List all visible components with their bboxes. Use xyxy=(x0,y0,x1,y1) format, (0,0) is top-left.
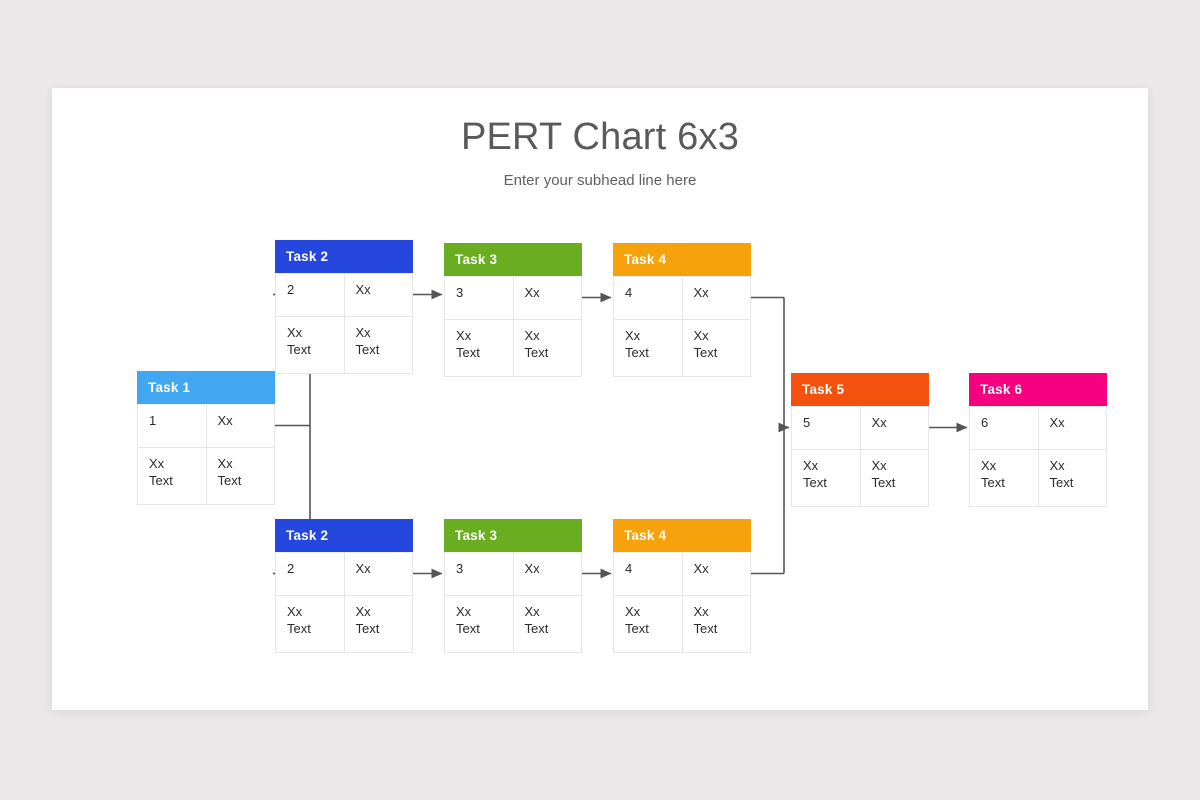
node-cell-task-5-r2c1: Xx Text xyxy=(792,450,861,507)
node-cell-task-5-r1c1: 5 xyxy=(792,407,861,450)
node-header-task-5: Task 5 xyxy=(791,373,929,406)
node-header-task-4-top: Task 4 xyxy=(613,243,751,276)
node-cell-task-3-top-r1c2: Xx xyxy=(513,277,582,320)
node-cell-task-1-r1c2: Xx xyxy=(206,405,275,448)
node-cell-task-6-r1c1: 6 xyxy=(970,407,1039,450)
node-cell-task-4-top-r2c1: Xx Text xyxy=(614,320,683,377)
node-cell-task-5-r2c2: Xx Text xyxy=(860,450,929,507)
node-cell-task-4-bottom-r2c1: Xx Text xyxy=(614,596,683,653)
node-cell-task-3-bottom-r1c2: Xx xyxy=(513,553,582,596)
node-cell-task-5-r1c2: Xx xyxy=(860,407,929,450)
node-cell-task-4-bottom-r1c1: 4 xyxy=(614,553,683,596)
node-header-task-3-bottom: Task 3 xyxy=(444,519,582,552)
node-header-task-6: Task 6 xyxy=(969,373,1107,406)
node-cell-task-2-top-r1c2: Xx xyxy=(344,274,413,317)
page-subtitle: Enter your subhead line here xyxy=(503,172,697,189)
node-cell-task-6-r2c1: Xx Text xyxy=(970,450,1039,507)
node-cell-task-2-bottom-r2c2: Xx Text xyxy=(344,596,413,653)
node-cell-task-1-r1c1: 1 xyxy=(138,405,207,448)
node-cell-task-6-r1c2: Xx xyxy=(1038,407,1107,450)
slide-canvas: PERT Chart 6x3 Enter your subhead line h… xyxy=(52,88,1148,710)
node-cell-task-4-bottom-r2c2: Xx Text xyxy=(682,596,751,653)
node-cell-task-6-r2c2: Xx Text xyxy=(1038,450,1107,507)
node-cell-task-2-top-r2c1: Xx Text xyxy=(276,317,345,374)
node-cell-task-3-top-r1c1: 3 xyxy=(445,277,514,320)
node-cell-task-3-bottom-r2c2: Xx Text xyxy=(513,596,582,653)
node-cell-task-3-top-r2c2: Xx Text xyxy=(513,320,582,377)
node-header-task-1: Task 1 xyxy=(137,371,275,404)
node-cell-task-4-bottom-r1c2: Xx xyxy=(682,553,751,596)
node-cell-task-2-bottom-r1c1: 2 xyxy=(276,553,345,596)
node-header-task-3-top: Task 3 xyxy=(444,243,582,276)
node-cell-task-1-r2c1: Xx Text xyxy=(138,448,207,505)
node-cell-task-4-top-r2c2: Xx Text xyxy=(682,320,751,377)
node-cell-task-4-top-r1c1: 4 xyxy=(614,277,683,320)
node-header-task-2-top: Task 2 xyxy=(275,240,413,273)
node-cell-task-1-r2c2: Xx Text xyxy=(206,448,275,505)
node-header-task-4-bottom: Task 4 xyxy=(613,519,751,552)
page-title: PERT Chart 6x3 xyxy=(460,116,740,158)
node-cell-task-2-top-r1c1: 2 xyxy=(276,274,345,317)
node-cell-task-2-bottom-r1c2: Xx xyxy=(344,553,413,596)
node-cell-task-4-top-r1c2: Xx xyxy=(682,277,751,320)
node-cell-task-2-top-r2c2: Xx Text xyxy=(344,317,413,374)
node-cell-task-3-bottom-r2c1: Xx Text xyxy=(445,596,514,653)
node-header-task-2-bottom: Task 2 xyxy=(275,519,413,552)
node-cell-task-2-bottom-r2c1: Xx Text xyxy=(276,596,345,653)
node-cell-task-3-bottom-r1c1: 3 xyxy=(445,553,514,596)
node-cell-task-3-top-r2c1: Xx Text xyxy=(445,320,514,377)
